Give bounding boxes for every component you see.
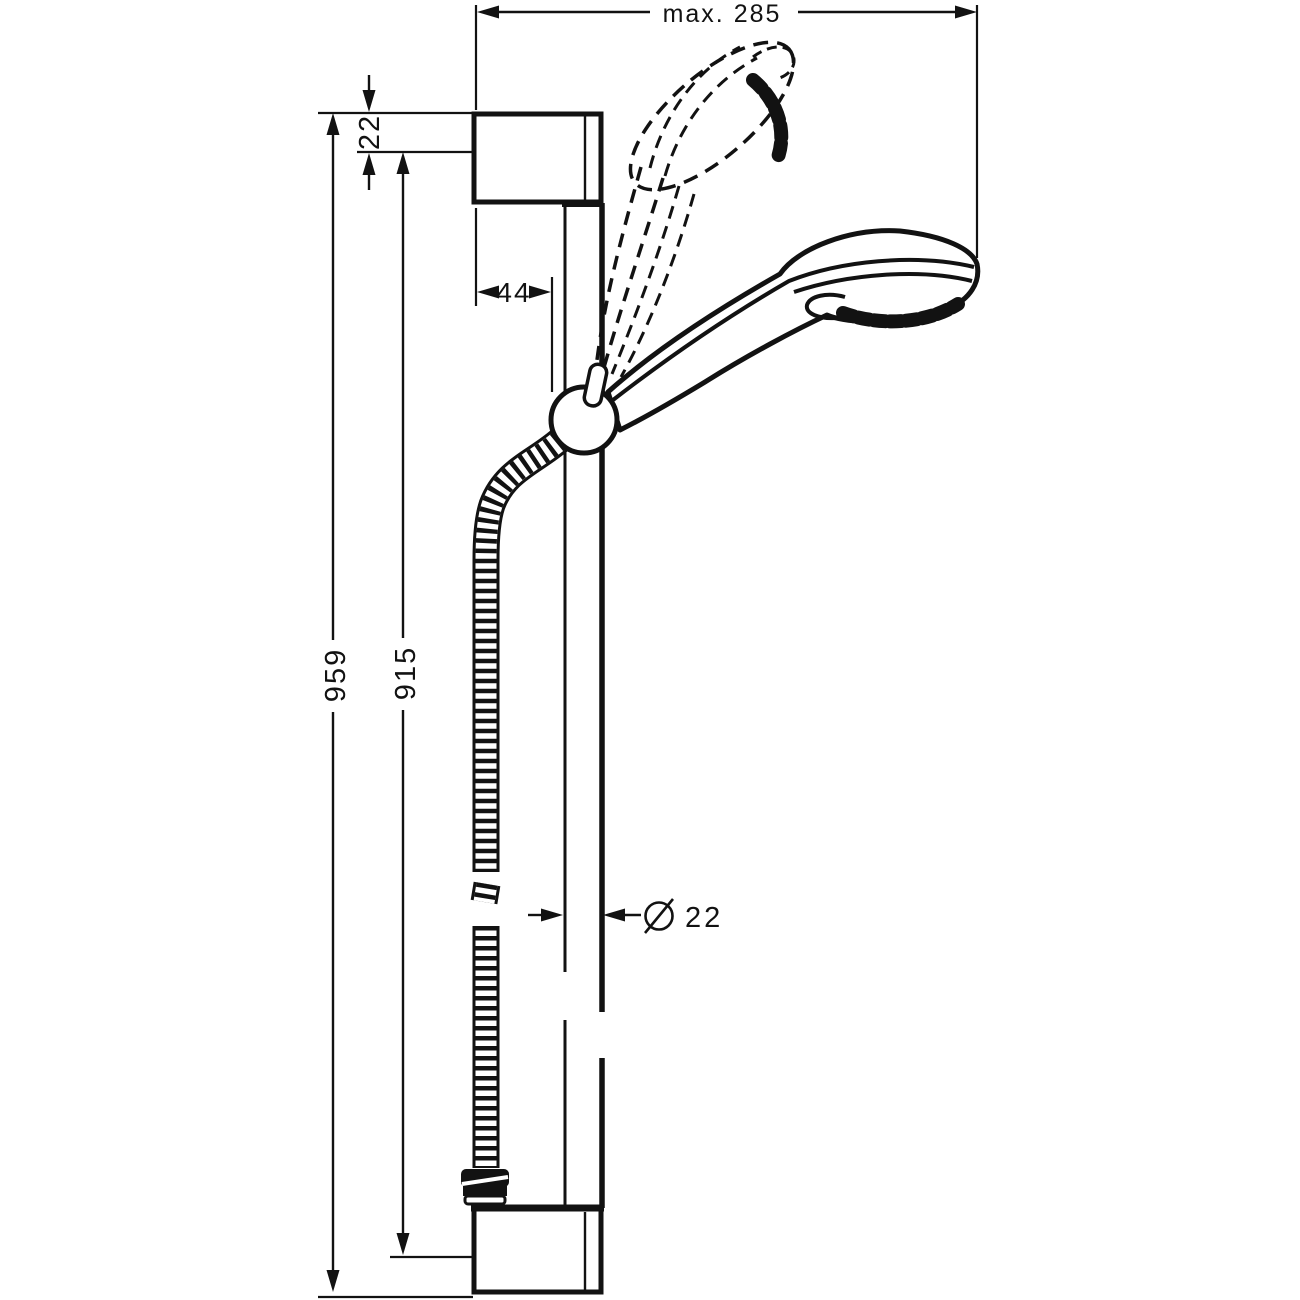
diameter-symbol-circle (644, 901, 674, 931)
nut-highlight (461, 1175, 509, 1186)
dimension-wall-distance: 44 (474, 208, 554, 392)
hose-corrugation (473, 882, 498, 904)
arrowhead-up-icon (396, 152, 410, 174)
hose-upper-run (472, 429, 569, 872)
glide-bar (563, 203, 605, 1208)
phantom-handle-edge (601, 177, 665, 372)
arrowhead-right-icon (529, 285, 551, 299)
arrowhead-right-icon (541, 908, 563, 922)
nut-rim (463, 1194, 507, 1206)
arrowhead-up-icon (326, 113, 340, 135)
phantom-spray-face (746, 73, 789, 167)
hose-break-sliver (470, 881, 501, 905)
dimension-label-top-offset: 22 (354, 114, 386, 150)
dimension-max-reach: max. 285 (474, 0, 979, 258)
shower-hose (461, 429, 569, 1206)
arrowhead-down-icon (362, 90, 376, 112)
handle-inner-line (611, 257, 975, 402)
arrowhead-down-icon (326, 1270, 340, 1292)
dimension-label-bar-diameter: 22 (685, 902, 723, 934)
dimension-label-wall-distance: 44 (496, 277, 531, 308)
top-bracket-shadow (562, 200, 603, 207)
hand-shower-phantom (594, 40, 796, 378)
phantom-handle-line (610, 185, 681, 375)
head-stripe (793, 272, 973, 294)
shower-holder (548, 362, 620, 456)
dimension-top-offset: 22 (318, 75, 473, 190)
hose-body (475, 431, 567, 872)
phantom-collar (752, 45, 796, 81)
arrowhead-right-icon (955, 5, 977, 19)
top-bracket-body (471, 111, 604, 205)
nut-band (463, 1186, 507, 1196)
hand-shower-solid (605, 228, 981, 433)
phantom-head-stripe (663, 56, 758, 177)
hose-connector-nut (461, 1169, 509, 1206)
bottom-bracket (471, 1204, 604, 1295)
dimension-label-max-reach: max. 285 (663, 0, 782, 28)
dimension-bar-height: 915 (390, 152, 472, 1259)
bottom-bracket-body (471, 1206, 604, 1295)
top-bracket (471, 111, 604, 207)
spray-face (836, 297, 965, 329)
diameter-symbol (643, 898, 675, 934)
dimension-overall-height: 959 (318, 113, 473, 1299)
arrowhead-left-icon (603, 908, 625, 922)
phantom-handle-edge (594, 166, 643, 369)
arrowhead-down-icon (396, 1233, 410, 1255)
head-collar (804, 292, 846, 321)
phantom-head-stripe (648, 45, 741, 169)
dimension-label-bar-height: 915 (390, 646, 422, 700)
arrowhead-left-icon (477, 285, 499, 299)
arrowhead-up-icon (362, 153, 376, 175)
phantom-handle-line (619, 193, 696, 378)
diameter-symbol-slash (643, 898, 675, 934)
dimension-label-overall-height: 959 (320, 648, 352, 702)
dimension-bar-diameter: 22 (528, 898, 723, 934)
holder-release-knob (582, 362, 609, 408)
arrowhead-left-icon (477, 5, 499, 19)
